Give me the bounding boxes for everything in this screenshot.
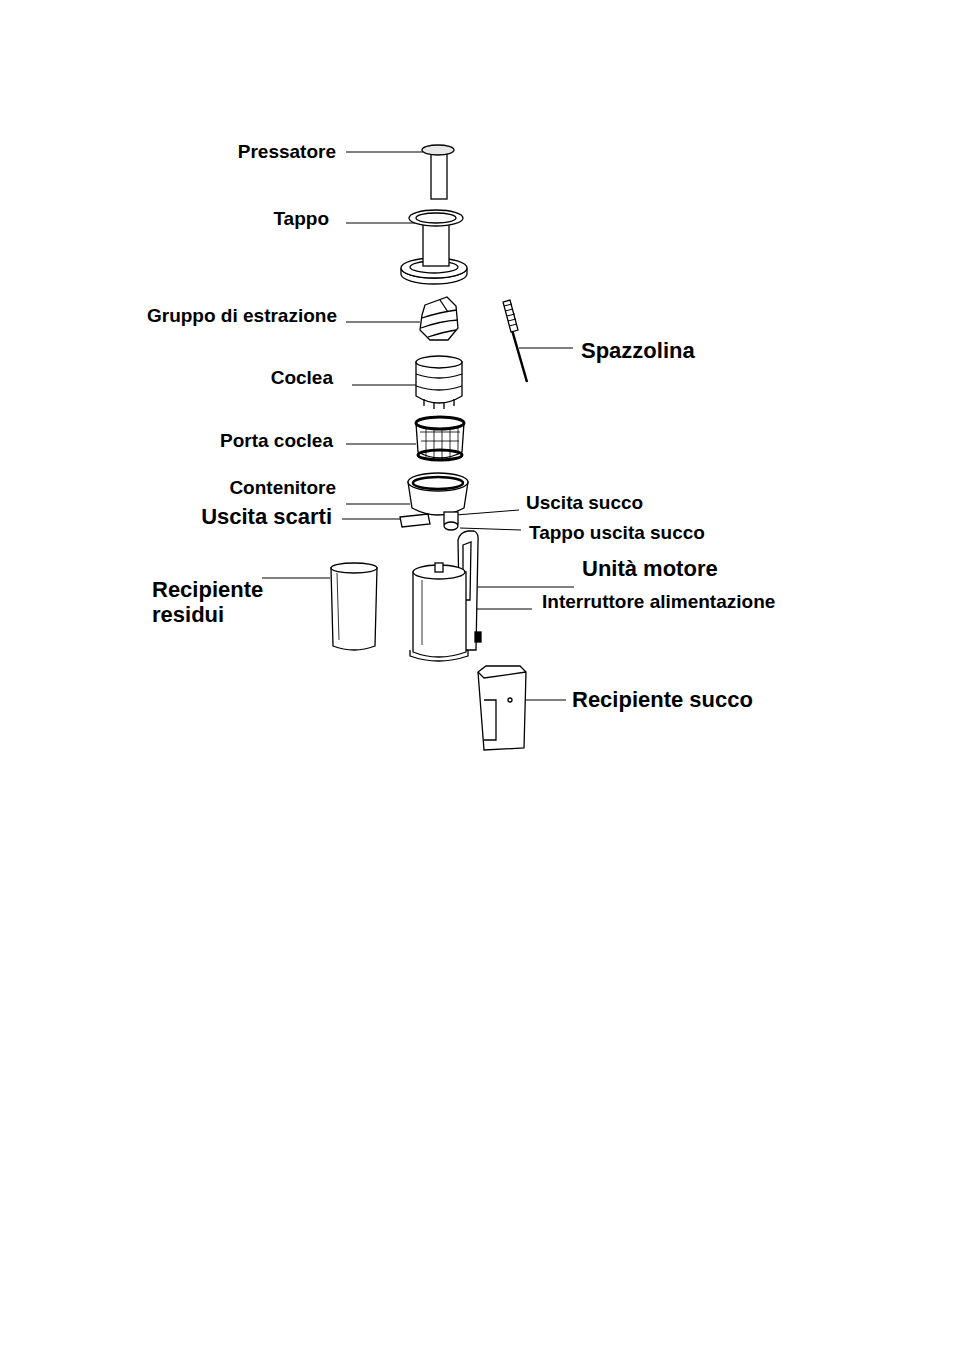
part-label: Tappo [273, 208, 329, 230]
part-label: Spazzolina [581, 338, 695, 363]
drawing-stroke [503, 300, 518, 332]
drawing-stroke [512, 330, 527, 382]
part-label: Tappo uscita succo [529, 522, 705, 544]
drawing-stroke [416, 356, 462, 368]
part-label: Uscita scarti [201, 504, 332, 529]
part-label: Contenitore [229, 477, 336, 499]
drawing-stroke [346, 322, 420, 323]
part-label: Coclea [271, 367, 333, 389]
drawing-stroke [475, 632, 481, 642]
drawing-stroke [424, 399, 454, 409]
drawing-stroke [519, 348, 573, 349]
drawing-stroke [262, 578, 330, 579]
drawing-stroke [444, 522, 458, 530]
part-label: Uscita succo [526, 492, 643, 514]
drawing-stroke [460, 528, 521, 530]
container [400, 473, 468, 530]
screw-drum [416, 356, 462, 409]
part-label: Recipiente residui [152, 577, 272, 628]
part-label: Gruppo di estrazione [147, 305, 337, 327]
brush [503, 300, 527, 382]
drawing-stroke [413, 572, 466, 657]
part-label: Unità motore [582, 556, 718, 581]
drawing-stroke [423, 220, 449, 266]
drawing-stroke [408, 473, 468, 491]
drawing-stroke [337, 573, 339, 640]
auger [420, 297, 458, 340]
drawing-stroke [331, 568, 377, 650]
drawing-stroke [416, 213, 456, 223]
lid [401, 210, 467, 284]
drawing-stroke [422, 145, 454, 155]
leader-lines [262, 152, 574, 700]
drawing-stroke [346, 152, 423, 153]
juice-cup [478, 666, 526, 750]
drawing-stroke [470, 587, 574, 588]
drawing-stroke [346, 223, 420, 224]
drawing-stroke [422, 580, 423, 645]
drawing-stroke [352, 385, 416, 386]
drawing-stroke [478, 666, 526, 750]
drawing-stroke [440, 300, 448, 312]
drawing-stroke [416, 417, 464, 429]
drawing-stroke [456, 510, 519, 515]
drawing-stroke [508, 698, 512, 702]
drawing-stroke [342, 519, 402, 520]
drawing-stroke [435, 563, 443, 572]
pusher [422, 145, 454, 199]
drawing-stroke [421, 320, 458, 328]
drawing-stroke [420, 297, 458, 340]
drawing-stroke [472, 609, 532, 610]
motor-unit [410, 531, 481, 661]
drawing-stroke [420, 427, 460, 459]
drawing-stroke [400, 514, 430, 527]
drawing-stroke [346, 444, 416, 445]
screw-holder [416, 417, 464, 460]
drawing-stroke [504, 304, 517, 326]
part-label: Porta coclea [220, 430, 333, 452]
drawing-stroke [416, 374, 462, 390]
drawing-stroke [428, 330, 456, 337]
drawing-stroke [431, 151, 447, 199]
drawing-stroke [331, 563, 377, 573]
drawing-stroke [422, 310, 457, 318]
drawing-stroke [409, 210, 463, 226]
drawing-stroke [478, 672, 526, 678]
pulp-cup [331, 563, 377, 650]
drawing-stroke [413, 477, 463, 489]
drawing-stroke [484, 700, 496, 740]
part-label: Pressatore [238, 141, 336, 163]
part-label: Recipiente succo [572, 687, 753, 712]
drawing-stroke [410, 650, 468, 661]
part-label: Interruttore alimentazione [542, 591, 775, 613]
drawing-stroke [418, 450, 462, 460]
drawing-stroke [346, 504, 410, 505]
